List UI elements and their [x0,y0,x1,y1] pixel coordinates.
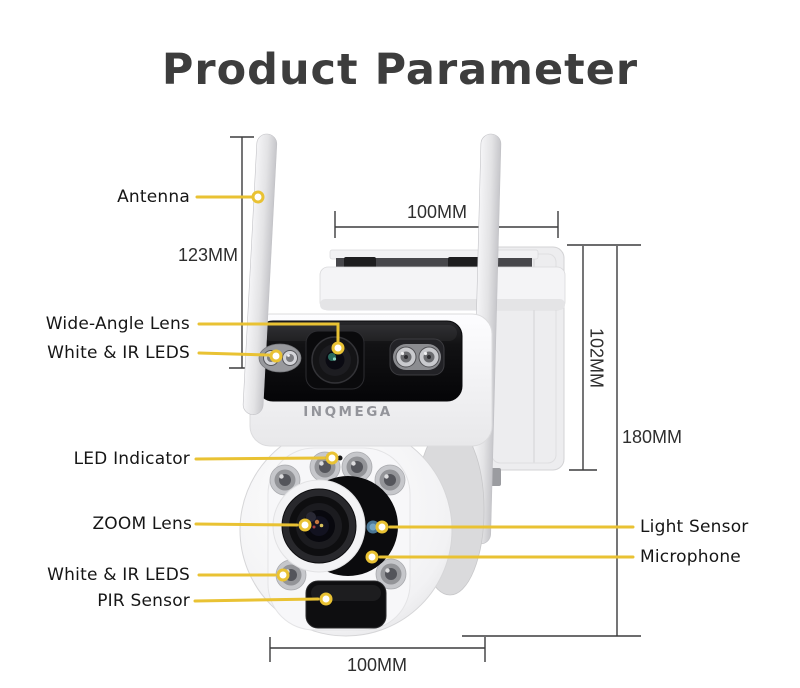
leader-lines [193,195,635,603]
camera-body [249,313,493,447]
dim-top-width-line [334,211,559,238]
label-antenna: Antenna [117,187,190,207]
label-pir-sensor: PIR Sensor [97,591,190,611]
dim-body-height-line [462,244,641,637]
rubber-pad [448,257,480,269]
white-ir-led [341,451,373,483]
leader-wide-angle-lens [197,322,340,343]
gimbal-ball [239,423,485,637]
label-led-indicator: LED Indicator [73,449,190,469]
white-ir-led [375,558,407,590]
zoom-lens [281,488,357,564]
leader-markers [251,190,389,606]
label-wide-angle-lens: Wide-Angle Lens [45,314,190,334]
white-ir-led-ring [269,451,407,591]
white-ir-led [269,464,301,496]
label-microphone: Microphone [640,547,741,567]
page-title: Product Parameter [161,45,639,95]
dimension-antenna-height: 123MM [177,245,238,265]
marker-antenna [251,190,265,204]
marker-led-indicator [325,451,339,465]
leader-pir-sensor [193,597,320,603]
label-zoom-lens: ZOOM Lens [92,514,192,534]
dimension-back-plate-height: 102MM [586,327,607,389]
leader-white-ir-leds-top [197,351,271,357]
dimension-lines [229,136,641,662]
marker-white-ir-leds-top [269,349,283,363]
wide-angle-lens [305,330,365,390]
mount-bracket [319,249,566,311]
ir-led-pod-right [389,338,445,376]
dim-bottom-width-line [269,637,486,662]
dimension-top-width: 100MM [406,202,468,222]
dim-back-plate-height-line [569,246,597,471]
marker-microphone [365,550,379,564]
label-light-sensor: Light Sensor [640,517,749,537]
dimension-body-height: 180MM [622,427,683,447]
rubber-pad [344,257,376,269]
dimension-bottom-width: 100MM [346,655,408,675]
leader-led-indicator [194,456,326,461]
marker-zoom-lens [298,518,312,532]
pir-sensor-window [305,580,387,629]
left-antenna [242,133,278,415]
marker-white-ir-leds-bottom [276,568,290,582]
leader-zoom-lens [194,522,299,527]
marker-pir-sensor [319,592,333,606]
marker-light-sensor [375,520,389,534]
led-indicator-dot [337,455,343,461]
marker-wide-angle-lens [331,341,345,355]
white-ir-led [374,464,406,496]
label-white-ir-leds-top: White & IR LEDS [47,343,190,363]
brand-text: INQMEGA [303,404,392,420]
label-white-ir-leds-bottom: White & IR LEDS [47,565,190,585]
